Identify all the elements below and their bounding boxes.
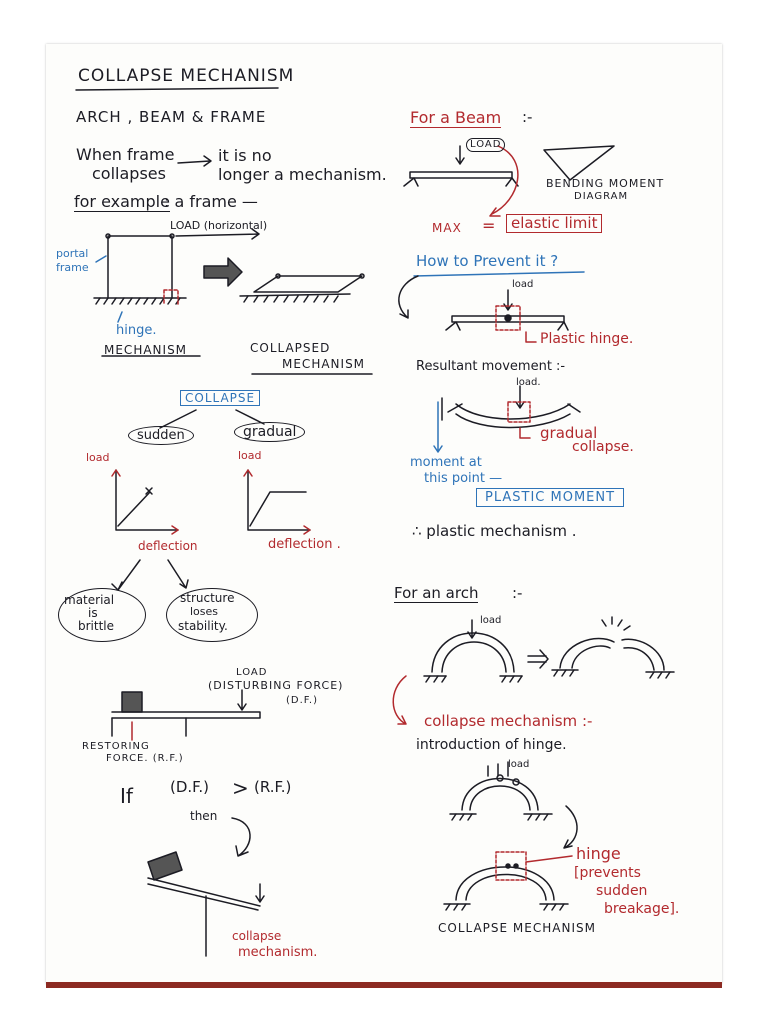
label-load-4: load xyxy=(480,615,502,626)
oval-structure-border xyxy=(166,588,258,642)
label-max: MAX xyxy=(432,221,462,235)
tilted-cantilever-sketch xyxy=(147,851,265,957)
arch-sketch xyxy=(423,619,523,683)
oval-gradual: gradual xyxy=(234,422,306,442)
hinge-marker xyxy=(163,289,179,305)
text-a-frame: : a frame — xyxy=(164,192,258,211)
text-gradual: gradual xyxy=(540,424,598,442)
oval-material-border xyxy=(58,588,146,642)
text-it-is-no: it is no xyxy=(218,146,272,165)
text-colon-dash: :- xyxy=(522,108,533,126)
title-underline xyxy=(75,87,279,91)
box-collapse: COLLAPSE xyxy=(180,390,261,406)
graph-gradual xyxy=(243,469,311,535)
label-load-5: load xyxy=(508,759,530,770)
label-mechanism-2: MECHANISM xyxy=(282,357,366,371)
axis-deflection-b: deflection . xyxy=(268,537,341,552)
label-disturbing-force: (DISTURBING FORCE) xyxy=(208,679,344,692)
label-portal: portal xyxy=(56,247,89,260)
subtitle: ARCH , BEAM & FRAME xyxy=(76,108,267,126)
text-rf-compare: (R.F.) xyxy=(254,778,292,796)
text-breakage: breakage]. xyxy=(604,901,680,917)
label-frame: frame xyxy=(56,261,89,274)
label-load-3: load. xyxy=(516,377,541,388)
label-load-horizontal: LOAD (horizontal) xyxy=(170,219,268,232)
heading-collapse-mechanism: collapse mechanism :- xyxy=(424,712,593,730)
tree-branches-2 xyxy=(111,559,189,591)
arch-curve-arrow xyxy=(392,675,407,725)
text-moment-at: moment at xyxy=(410,455,482,470)
bending-moment-triangle xyxy=(543,145,615,181)
text-equals: = xyxy=(482,216,496,235)
implies-arrow xyxy=(527,649,549,669)
text-collapse-a: collapse xyxy=(232,929,282,943)
text-resultant-movement: Resultant movement :- xyxy=(416,359,566,374)
text-this-point: this point — xyxy=(424,471,503,486)
curved-arrow xyxy=(398,275,419,319)
portal-frame-sketch xyxy=(93,228,260,305)
beam-hinge-sketch xyxy=(445,289,569,343)
label-collapse-mechanism-caps: COLLAPSE MECHANISM xyxy=(438,921,596,935)
label-bending-moment: BENDING MOMENT xyxy=(546,177,665,190)
text-df-compare: (D.F.) xyxy=(170,778,210,796)
how-underline xyxy=(413,271,585,277)
heading-for-beam: For a Beam xyxy=(410,108,502,128)
text-for-example: for example xyxy=(74,192,170,212)
axis-load-b: load xyxy=(238,449,262,462)
cantilever-sketch xyxy=(111,689,261,741)
text-if: If xyxy=(120,784,133,808)
page-bottom-edge xyxy=(46,982,722,988)
heading-how-to-prevent: How to Prevent it ? xyxy=(416,252,559,270)
arrow-frame-to-mechanism xyxy=(177,155,212,167)
label-mechanism: MECHANISM xyxy=(104,343,188,357)
label-force-rf: FORCE. (R.F.) xyxy=(106,753,184,764)
text-prevents: [prevents xyxy=(574,865,641,881)
broken-arch-sketch xyxy=(551,616,675,679)
text-plastic-mechanism: ∴ plastic mechanism . xyxy=(412,522,577,540)
label-df-abbr: (D.F.) xyxy=(286,695,319,706)
axis-load-a: load xyxy=(86,451,110,464)
text-then: then xyxy=(190,809,218,823)
label-collapsed: COLLAPSED xyxy=(250,341,331,355)
portal-label-arrow xyxy=(95,255,107,263)
text-colon-dash-2: :- xyxy=(512,584,523,602)
label-restoring: RESTORING xyxy=(82,741,150,752)
collapse-mech-arch xyxy=(443,851,573,911)
bent-beam-sketch xyxy=(433,385,581,453)
text-collapse: collapse. xyxy=(572,439,634,455)
text-collapse-b: mechanism. xyxy=(238,945,318,960)
text-longer-mechanism: longer a mechanism. xyxy=(218,165,387,184)
label-plastic-hinge: Plastic hinge. xyxy=(540,331,634,347)
box-elastic-limit: elastic limit xyxy=(506,214,603,233)
then-arrow xyxy=(231,817,251,857)
oval-sudden: sudden xyxy=(128,426,194,445)
load-to-max-arrow xyxy=(489,145,519,217)
graph-sudden xyxy=(111,469,179,535)
label-diagram: DIAGRAM xyxy=(574,191,629,202)
label-load-df: LOAD xyxy=(236,667,268,678)
heading-for-arch: For an arch xyxy=(394,584,479,603)
arch-hinge-sketch xyxy=(449,761,553,821)
text-collapses: collapses xyxy=(92,164,166,183)
label-load-box: LOAD xyxy=(466,138,506,152)
text-when-frame: When frame xyxy=(76,145,175,164)
page-title: COLLAPSE MECHANISM xyxy=(78,66,295,86)
collapsed-frame-sketch xyxy=(239,273,365,303)
text-greater-than: > xyxy=(232,776,249,800)
axis-deflection-a: deflection xyxy=(138,539,198,553)
label-hinge-2: hinge xyxy=(576,844,621,863)
hollow-arrow xyxy=(203,257,243,287)
text-introduction-of-hinge: introduction of hinge. xyxy=(416,737,567,753)
box-plastic-moment: PLASTIC MOMENT xyxy=(476,488,625,507)
label-hinge: hinge. xyxy=(116,323,157,338)
hinge-pointer xyxy=(117,311,123,323)
text-sudden: sudden xyxy=(596,883,648,899)
label-load-2: load xyxy=(512,279,534,290)
down-arrow-2 xyxy=(563,805,578,849)
notebook-page xyxy=(46,44,722,984)
beam-sketch xyxy=(403,145,519,187)
